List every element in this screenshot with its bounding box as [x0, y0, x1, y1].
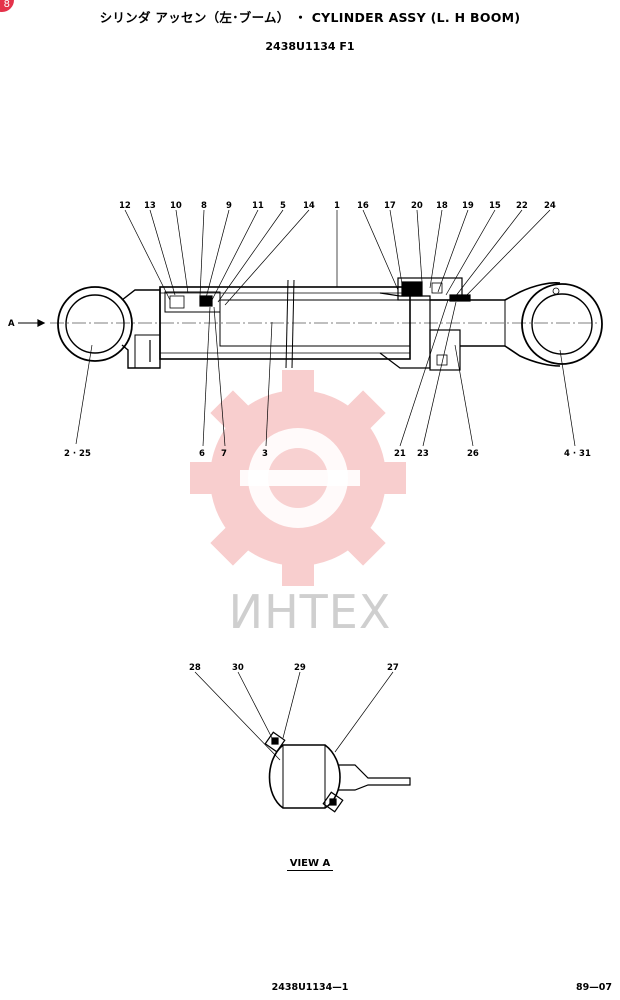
gear-tooth — [210, 390, 255, 435]
footer-code: 2438U1134—1 — [271, 982, 349, 993]
label-13: 13 — [144, 201, 156, 211]
view-a-label: VIEW A — [0, 858, 620, 871]
gear-tooth — [282, 370, 314, 400]
label-18: 18 — [436, 201, 448, 211]
footer-date: 89—07 — [576, 982, 612, 993]
label-6: 6 — [199, 449, 205, 459]
label-21: 21 — [394, 449, 406, 459]
label-20: 20 — [411, 201, 423, 211]
label-3: 3 — [262, 449, 268, 459]
gear-tooth — [341, 521, 386, 566]
drawing-number: 2438U1134 F1 — [265, 40, 355, 53]
label-19: 19 — [462, 201, 474, 211]
label-23: 23 — [417, 449, 429, 459]
gear-tooth — [282, 556, 314, 586]
label-24: 24 — [544, 201, 556, 211]
view-arrow-label: A — [8, 319, 15, 329]
label-12: 12 — [119, 201, 131, 211]
label-11: 11 — [252, 201, 264, 211]
label-26: 26 — [467, 449, 479, 459]
label-8: 8 — [201, 201, 207, 211]
label-1: 1 — [334, 201, 340, 211]
label-15: 15 — [489, 201, 501, 211]
drawing-title: シリンダ アッセン（左･ブーム） ・ CYLINDER ASSY (L. H B… — [99, 10, 521, 25]
label-16: 16 — [357, 201, 369, 211]
label-30: 30 — [232, 663, 244, 673]
gear-tooth — [190, 462, 220, 494]
label-9: 9 — [226, 201, 232, 211]
label-22: 22 — [516, 201, 528, 211]
watermark-text: ИНТЕХ — [228, 585, 392, 639]
label-29: 29 — [294, 663, 306, 673]
label-27: 27 — [387, 663, 399, 673]
label-14: 14 — [303, 201, 315, 211]
label-28: 28 — [189, 663, 201, 673]
label-4-31: 4 · 31 — [564, 449, 591, 459]
gear-tooth — [341, 390, 386, 435]
label-2-25: 2 · 25 — [64, 449, 91, 459]
label-10: 10 — [170, 201, 182, 211]
label-7: 7 — [221, 449, 227, 459]
gear-tooth — [210, 521, 255, 566]
label-5: 5 — [280, 201, 286, 211]
label-17: 17 — [384, 201, 396, 211]
gear-tooth — [376, 462, 406, 494]
